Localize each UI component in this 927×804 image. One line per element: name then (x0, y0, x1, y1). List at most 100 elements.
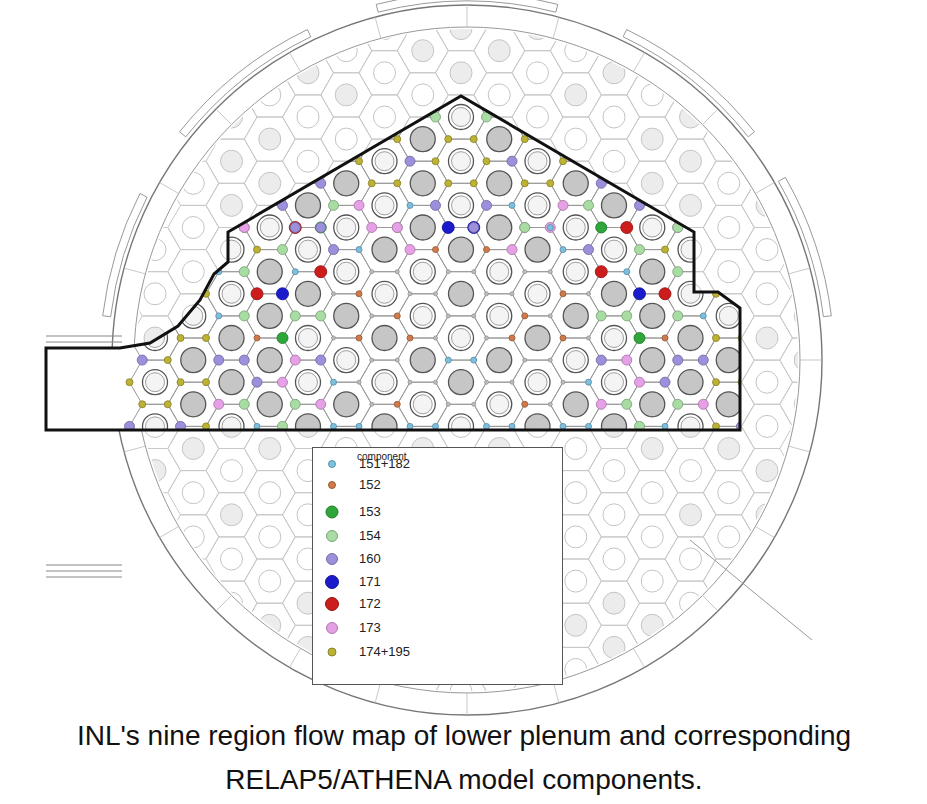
column-ring (755, 370, 780, 395)
flow-channel-dot (775, 311, 785, 321)
flow-channel-dot (558, 200, 568, 210)
flow-channel-dot (789, 290, 796, 297)
hex-cell (703, 382, 754, 426)
column-ring (296, 105, 321, 130)
column-ring (678, 105, 703, 130)
fuel-hole (603, 460, 625, 482)
column-ring (602, 105, 627, 130)
fuel-column (640, 171, 665, 196)
column-ring (143, 370, 168, 395)
flow-channel-dot (290, 311, 300, 321)
hex-cell (244, 426, 295, 470)
fuel-column (257, 127, 282, 152)
fuel-column (181, 215, 206, 240)
flow-channel-dot (596, 399, 606, 409)
flow-channel-dot (292, 578, 299, 585)
hex-cell (589, 51, 640, 95)
column-ring (143, 458, 168, 483)
hex-cell (283, 228, 334, 272)
fuel-column (296, 60, 321, 85)
flow-channel-dot (751, 401, 758, 408)
flow-channel-dot (584, 156, 594, 166)
flow-channel-dot (251, 509, 263, 521)
fuel-hole (144, 283, 166, 305)
hex-cell (627, 73, 678, 117)
fuel-hole (182, 482, 204, 504)
flow-channel-dot (510, 380, 514, 384)
flow-channel-dot (673, 311, 683, 321)
flow-channel-dot (213, 222, 224, 233)
fuel-column (487, 303, 512, 328)
hex-cell (703, 426, 754, 470)
hex-cell (512, 404, 563, 448)
flow-channel-dot (788, 333, 798, 343)
hex-cell (244, 603, 295, 647)
fuel-hole (527, 106, 549, 128)
fuel-column (257, 348, 282, 373)
fuel-column (181, 259, 206, 284)
fuel-column (640, 436, 665, 461)
fuel-hole (259, 614, 281, 636)
fuel-hole (297, 150, 319, 172)
column-ring (563, 303, 588, 328)
fuel-column (143, 237, 168, 262)
flow-channel-dot (561, 690, 565, 694)
flow-channel-dot (738, 555, 745, 562)
column-ring (219, 237, 244, 262)
hex-cell (321, 338, 372, 382)
flow-channel-dot (749, 444, 759, 454)
column-ring (257, 480, 282, 505)
fuel-hole (680, 106, 702, 128)
fuel-column (372, 149, 397, 174)
hex-cell (244, 294, 295, 338)
hex-cell (206, 493, 257, 537)
flow-channel-dot (239, 355, 249, 365)
column-ring (640, 436, 665, 461)
column-inner (605, 505, 624, 524)
flow-channel-dot (126, 290, 133, 297)
hex-cell (512, 51, 563, 95)
hex-cell (168, 426, 219, 470)
legend-label: 172 (359, 596, 608, 612)
flow-channel-dot (292, 47, 299, 54)
flow-channel-dot (177, 290, 184, 297)
column-ring (449, 105, 474, 130)
fuel-hole (718, 128, 740, 150)
hex-cell (397, 338, 448, 382)
flow-channel-dot (317, 136, 324, 143)
ring-tick (702, 109, 718, 125)
ring-tick (467, 693, 468, 715)
column-inner (375, 284, 394, 303)
flow-channel-dot (636, 69, 643, 76)
hex-cell (665, 581, 716, 625)
column-ring (678, 547, 703, 572)
hex-cell (130, 404, 181, 448)
column-inner (566, 85, 585, 104)
fuel-column (716, 436, 741, 461)
flow-channel-dot (164, 401, 171, 408)
hex-cell (627, 515, 678, 559)
column-inner (184, 218, 203, 237)
flow-channel-dot (673, 576, 683, 586)
fuel-column (334, 82, 359, 107)
flow-channel-dot (407, 69, 414, 76)
column-inner (643, 439, 662, 458)
hex-cell (206, 272, 257, 316)
hex-cell (206, 493, 257, 537)
column-inner (566, 262, 585, 281)
fuel-hole (259, 526, 281, 548)
vessel-inner-ring (134, 27, 800, 693)
flow-channel-dot (485, 292, 489, 296)
flow-channel-dot (673, 443, 683, 453)
fuel-hole (221, 194, 243, 216)
flow-channel-dot (598, 91, 605, 98)
flow-channel-dot (621, 222, 633, 234)
flow-channel-dot (738, 290, 745, 297)
fuel-column (296, 149, 321, 174)
column-ring (793, 348, 818, 373)
flow-channel-dot (711, 245, 721, 255)
column-ring (181, 215, 206, 240)
ring-tick (124, 268, 145, 274)
flow-channel-dot (471, 357, 477, 363)
hex-cell (665, 404, 716, 448)
